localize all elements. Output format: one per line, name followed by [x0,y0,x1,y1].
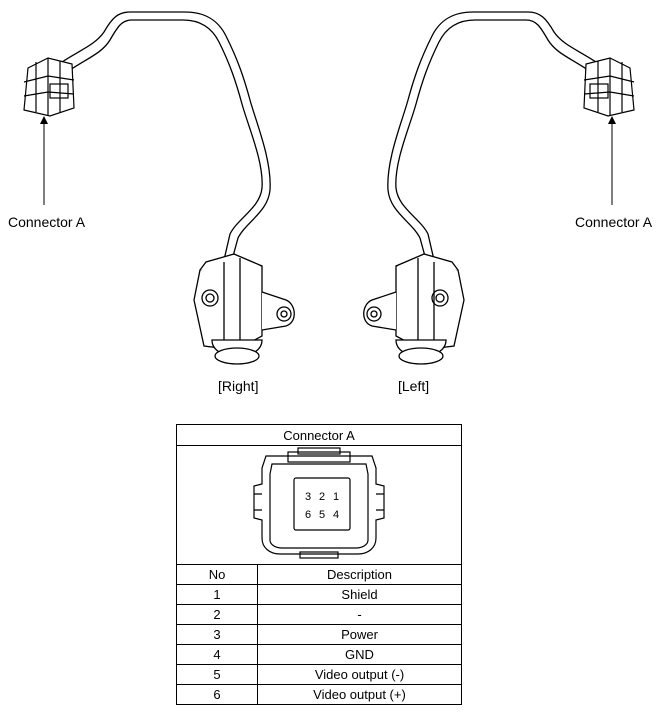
connector-face-icon: 3 2 1 6 5 4 [253,447,385,559]
connector-face-cell: 3 2 1 6 5 4 [176,445,462,565]
connector-a-left-icon [23,57,75,117]
pin-6-label: 6 [305,509,311,521]
left-side-label: [Left] [398,378,430,394]
pin-number: 4 [176,644,258,665]
left-camera-icon [363,253,465,365]
table-row: 5 Video output (-) [176,664,462,685]
pin-number: 5 [176,664,258,685]
pin-2-label: 2 [319,491,325,503]
table-title: Connector A [176,424,462,446]
table-row: 1 Shield [176,584,462,605]
column-header-no: No [176,564,258,585]
right-camera-icon [193,253,295,365]
table-row: 6 Video output (+) [176,684,462,705]
pin-description: Shield [257,584,462,605]
pin-description: Video output (+) [257,684,462,705]
pin-number: 3 [176,624,258,645]
table-row: 3 Power [176,624,462,645]
pin-description: GND [257,644,462,665]
camera-harness-illustration [23,11,635,365]
pin-number: 6 [176,684,258,705]
pin-3-label: 3 [305,491,311,503]
pin-1-label: 1 [333,491,339,503]
connector-a-label-right: Connector A [575,214,653,230]
connector-a-right-icon [583,57,635,117]
pin-description: Power [257,624,462,645]
column-header-description: Description [257,564,462,585]
right-side-label: [Right] [218,378,259,394]
table-row: 4 GND [176,644,462,665]
table-row: 2 - [176,604,462,625]
pin-description: Video output (-) [257,664,462,685]
pin-4-label: 4 [333,509,339,521]
right-harness-cable [61,11,271,261]
pin-number: 2 [176,604,258,625]
pin-description: - [257,604,462,625]
connector-pin-table: Connector A 3 2 1 6 5 [176,424,462,705]
connector-a-label-left: Connector A [8,214,86,230]
pin-5-label: 5 [319,509,325,521]
pin-number: 1 [176,584,258,605]
left-harness-cable [387,11,597,261]
